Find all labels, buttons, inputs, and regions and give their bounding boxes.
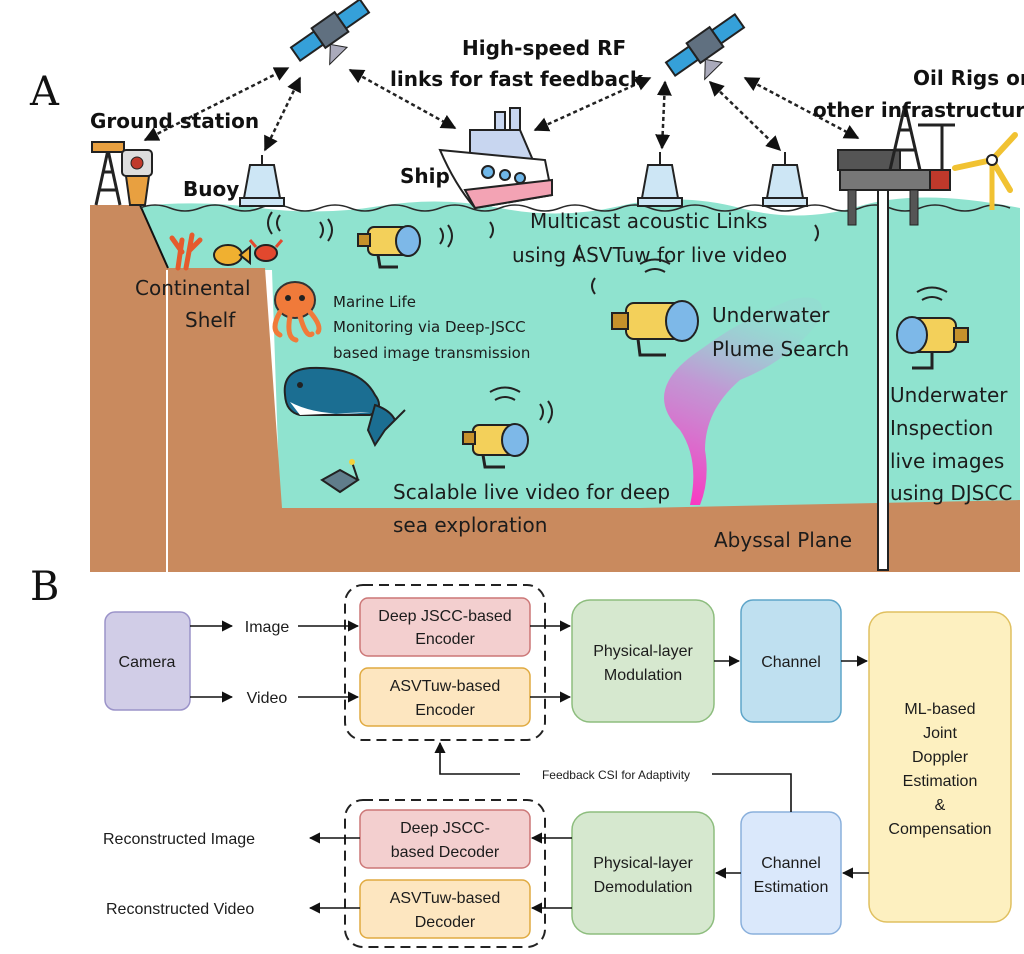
shelf-label-line2: Shelf <box>185 308 236 332</box>
ml-label-4: Estimation <box>903 773 978 790</box>
image-label: Image <box>245 619 290 636</box>
acoustic-label-line2: using ASVTuw for live video <box>512 243 787 267</box>
satellite-icon-right <box>664 12 746 81</box>
inspect-label-line1: Underwater <box>890 383 1008 407</box>
acoustic-label-line1: Multicast acoustic Links <box>530 209 767 233</box>
plume-label-line2: Plume Search <box>712 337 849 361</box>
rf-links <box>143 66 860 152</box>
reconstructed-video-label: Reconstructed Video <box>106 901 254 918</box>
channel-label: Channel <box>761 654 821 671</box>
jscc-encoder-box <box>359 597 531 657</box>
plume <box>664 297 822 505</box>
auv-icon-4 <box>462 423 529 469</box>
jscc-encoder-label-1: Deep JSCC-based <box>378 608 511 625</box>
marine-label-line1: Marine Life <box>333 293 416 311</box>
coral-icon <box>169 232 203 271</box>
camera-box <box>104 611 191 711</box>
ground-station-icon <box>91 141 153 206</box>
deep-label-line1: Scalable live video for deep <box>393 480 670 504</box>
inspect-label-line4: using DJSCC <box>890 481 1012 505</box>
channel-estimation-label-1: Channel <box>761 855 821 872</box>
plume-label-line1: Underwater <box>712 303 830 327</box>
fish-icon <box>213 244 251 266</box>
ml-label-5: & <box>935 797 946 814</box>
ml-label-2: Joint <box>923 725 957 742</box>
auv-icon-3 <box>896 316 969 370</box>
inspect-label-line3: live images <box>890 449 1004 473</box>
marine-label-line3: based image transmission <box>333 344 530 362</box>
ml-label-1: ML-based <box>904 701 975 718</box>
channel-estimation-box <box>740 811 842 935</box>
inspect-label-line2: Inspection <box>890 416 993 440</box>
rf-label-line2: links for fast feedback <box>390 67 644 91</box>
jscc-decoder-box <box>359 809 531 869</box>
anglerfish-icon <box>320 459 360 494</box>
ml-label-6: Compensation <box>888 821 991 838</box>
buoy-label: Buoy <box>183 177 239 201</box>
demodulation-label-2: Demodulation <box>594 879 693 896</box>
abyssal-label: Abyssal Plane <box>714 528 852 552</box>
acoustic-waves <box>267 211 948 424</box>
asv-decoder-label-1: ASVTuw-based <box>390 890 501 907</box>
buoy-icon-1 <box>239 155 285 207</box>
oil-label-line1: Oil Rigs or <box>913 66 1024 90</box>
asv-decoder-box <box>359 879 531 939</box>
decoder-group <box>344 799 546 948</box>
channel-estimation-label-2: Estimation <box>754 879 829 896</box>
deep-label-line2: sea exploration <box>393 513 547 537</box>
jscc-decoder-label-2: based Decoder <box>391 844 500 861</box>
ship-label: Ship <box>400 164 450 188</box>
ml-box <box>868 611 1012 923</box>
octopus-icon <box>272 281 322 343</box>
encoder-group <box>344 584 546 741</box>
asv-encoder-label-1: ASVTuw-based <box>390 678 501 695</box>
modulation-label-2: Modulation <box>604 667 682 684</box>
wind-turbine-icon <box>952 132 1018 210</box>
riser-pole <box>877 189 889 571</box>
panel-b-letter: B <box>30 564 59 610</box>
satellite-icon-left <box>289 0 371 66</box>
panel-b: B <box>30 564 1012 948</box>
ml-label-3: Doppler <box>912 749 969 766</box>
marine-label-line2: Monitoring via Deep-JSCC <box>333 318 526 336</box>
asv-encoder-label-2: Encoder <box>415 702 475 719</box>
panel-a: A Ground station Buoy Ship High-speed RF… <box>29 0 1024 631</box>
feedback-label: Feedback CSI for Adaptivity <box>542 768 690 782</box>
modulation-box <box>571 599 715 723</box>
demodulation-label-1: Physical-layer <box>593 855 693 872</box>
shelf-label-line1: Continental <box>135 276 251 300</box>
seabed <box>90 205 1020 572</box>
reconstructed-image-label: Reconstructed Image <box>103 831 255 848</box>
video-label: Video <box>247 690 288 707</box>
asv-decoder-label-2: Decoder <box>415 914 476 931</box>
sea <box>140 197 1020 512</box>
rf-label-line1: High-speed RF <box>462 36 626 60</box>
crab-icon <box>248 239 284 262</box>
camera-label: Camera <box>119 654 176 671</box>
whale-icon <box>283 366 406 448</box>
buoy-icon-2 <box>637 152 683 207</box>
demodulation-box <box>571 811 715 935</box>
ship-icon <box>438 107 554 210</box>
modulation-label-1: Physical-layer <box>593 643 693 660</box>
jscc-encoder-label-2: Encoder <box>415 631 475 648</box>
auv-icon-2 <box>611 300 699 357</box>
ground-station-label: Ground station <box>90 109 259 133</box>
jscc-decoder-label-1: Deep JSCC- <box>400 820 490 837</box>
auv-icon-1 <box>357 225 421 269</box>
panel-a-letter: A <box>29 69 60 115</box>
oil-rig-icon <box>837 104 955 226</box>
oil-label-line2: other infrastructure <box>813 98 1024 122</box>
buoy-icon-3 <box>762 152 808 207</box>
